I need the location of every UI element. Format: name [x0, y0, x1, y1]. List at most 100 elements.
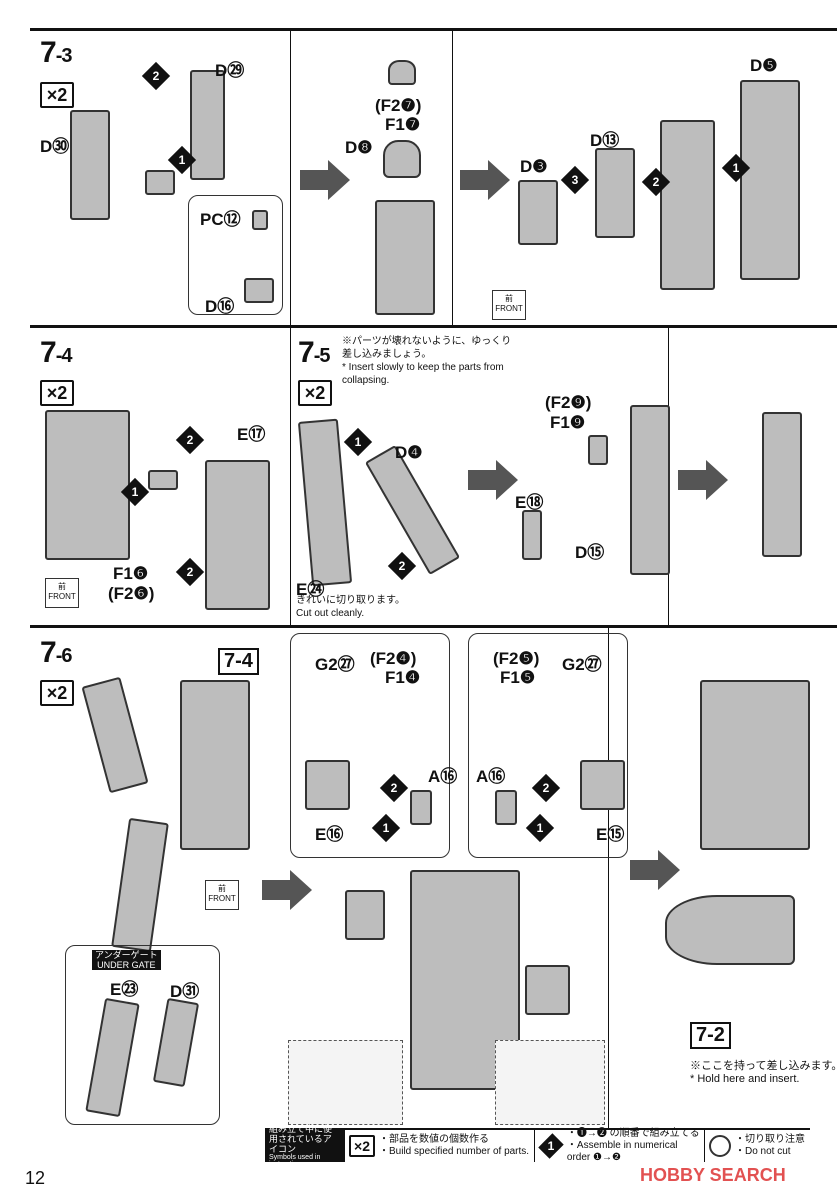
- callout-box: [188, 195, 283, 315]
- top-rule: [30, 28, 837, 31]
- watermark: HOBBY SEARCH: [640, 1165, 786, 1185]
- label-f2-5: (F2❺): [493, 649, 540, 668]
- label-d31: D㉛: [170, 982, 200, 1001]
- part-f1-9: [588, 435, 608, 465]
- order-1: 1: [343, 427, 373, 457]
- label-e15: E⑮: [596, 825, 625, 844]
- part-e15-placed: [525, 965, 570, 1015]
- legend-quantity: ×2・部品を数値の個数作る・Build specified number of …: [345, 1130, 535, 1162]
- step-title: 7-6: [40, 636, 72, 669]
- part-e24: [297, 418, 353, 587]
- part-d5: [740, 80, 800, 280]
- part-a16: [410, 790, 432, 825]
- divider: [290, 31, 291, 325]
- page-number: 12: [25, 1168, 46, 1188]
- order-2: 2: [531, 773, 561, 803]
- part-d13: [595, 148, 635, 238]
- legend-cut: ・切り取り注意・Do not cut: [705, 1130, 809, 1162]
- label-a16: A⑯: [476, 767, 506, 786]
- label-d29: D㉙: [215, 61, 245, 80]
- detail-inset: [288, 1040, 403, 1125]
- insert-note: ※パーツが壊れないように、ゆっくり差し込みましょう。* Insert slowl…: [342, 336, 512, 386]
- order-2: 2: [387, 551, 417, 581]
- order-1: 1: [525, 813, 555, 843]
- order-1: 1: [120, 477, 150, 507]
- right-callout: [468, 633, 628, 858]
- order-icon: 1: [538, 1133, 564, 1159]
- part-e18: [522, 510, 542, 560]
- label-e18: E⑱: [515, 493, 544, 512]
- label-e17: E⑰: [237, 425, 266, 444]
- quantity-badge: ×2: [40, 380, 74, 406]
- detail-inset: [495, 1040, 605, 1125]
- part-d3: [518, 180, 558, 245]
- label-d5: D❺: [750, 56, 778, 75]
- next-arrow-icon: [262, 870, 312, 910]
- part-d16: [244, 278, 274, 303]
- label-e16: E⑯: [315, 825, 344, 844]
- divider: [30, 325, 837, 328]
- assembly: [375, 200, 435, 315]
- hold-note: ※ここを持って差し込みます。* Hold here and insert.: [690, 1060, 837, 1085]
- divider: [452, 31, 453, 325]
- label-d8: D❽: [345, 138, 373, 157]
- part-nose: [665, 895, 795, 965]
- under-gate-callout: [65, 945, 220, 1125]
- order-2: 2: [175, 557, 205, 587]
- order-3: 3: [560, 165, 590, 195]
- label-g2-27: G2㉗: [315, 655, 355, 674]
- part-f1: [388, 60, 416, 85]
- order-1: 1: [167, 145, 197, 175]
- label-e23: E㉓: [110, 980, 139, 999]
- label-d30: D㉚: [40, 137, 70, 156]
- next-arrow-icon: [468, 460, 518, 500]
- quantity-badge: ×2: [40, 82, 74, 108]
- part-pc12: [252, 210, 268, 230]
- label-f1-7: F1❼: [385, 115, 421, 134]
- part-a16: [495, 790, 517, 825]
- next-arrow-icon: [630, 850, 680, 890]
- order-2: 2: [379, 773, 409, 803]
- label-f2-9: (F2❾): [545, 393, 592, 412]
- divider: [608, 628, 609, 1128]
- label-d4: D❹: [395, 443, 423, 462]
- label-f1-6: F1❻: [113, 564, 149, 583]
- label-d15: D⑮: [575, 543, 605, 562]
- step-title: 7-5: [298, 336, 330, 369]
- part-d30: [70, 110, 110, 220]
- label-pc12: PC⑫: [200, 210, 241, 229]
- divider: [30, 625, 837, 628]
- assembly: [45, 410, 130, 560]
- label-f1-4: F1❹: [385, 668, 421, 687]
- ref-step-7-4: 7-4: [218, 648, 259, 675]
- legend-order: 1・❶→❷ の順番で組み立てる・Assemble in numerical or…: [535, 1128, 705, 1163]
- label-d16: D⑯: [205, 297, 235, 316]
- divider: [290, 328, 291, 625]
- part-e16: [305, 760, 350, 810]
- label-f2-4: (F2❹): [370, 649, 417, 668]
- next-arrow-icon: [460, 160, 510, 200]
- label-e24: E㉔: [296, 580, 325, 599]
- quantity-badge: ×2: [298, 380, 332, 406]
- label-f1-9: F1❾: [550, 413, 586, 432]
- no-cut-icon: [709, 1135, 731, 1157]
- next-arrow-icon: [300, 160, 350, 200]
- part-d8: [383, 140, 421, 178]
- assembly: [180, 680, 250, 850]
- next-arrow-icon: [678, 460, 728, 500]
- order-2: 2: [641, 167, 671, 197]
- order-1: 1: [371, 813, 401, 843]
- part-d29: [190, 70, 225, 180]
- step-title: 7-3: [40, 36, 72, 69]
- label-f2-6: (F2❻): [108, 584, 155, 603]
- order-2: 2: [175, 425, 205, 455]
- cut-note: きれいに切り取ります。Cut out cleanly.: [296, 595, 405, 619]
- part-column: [660, 120, 715, 290]
- ref-step-7-2: 7-2: [690, 1022, 731, 1049]
